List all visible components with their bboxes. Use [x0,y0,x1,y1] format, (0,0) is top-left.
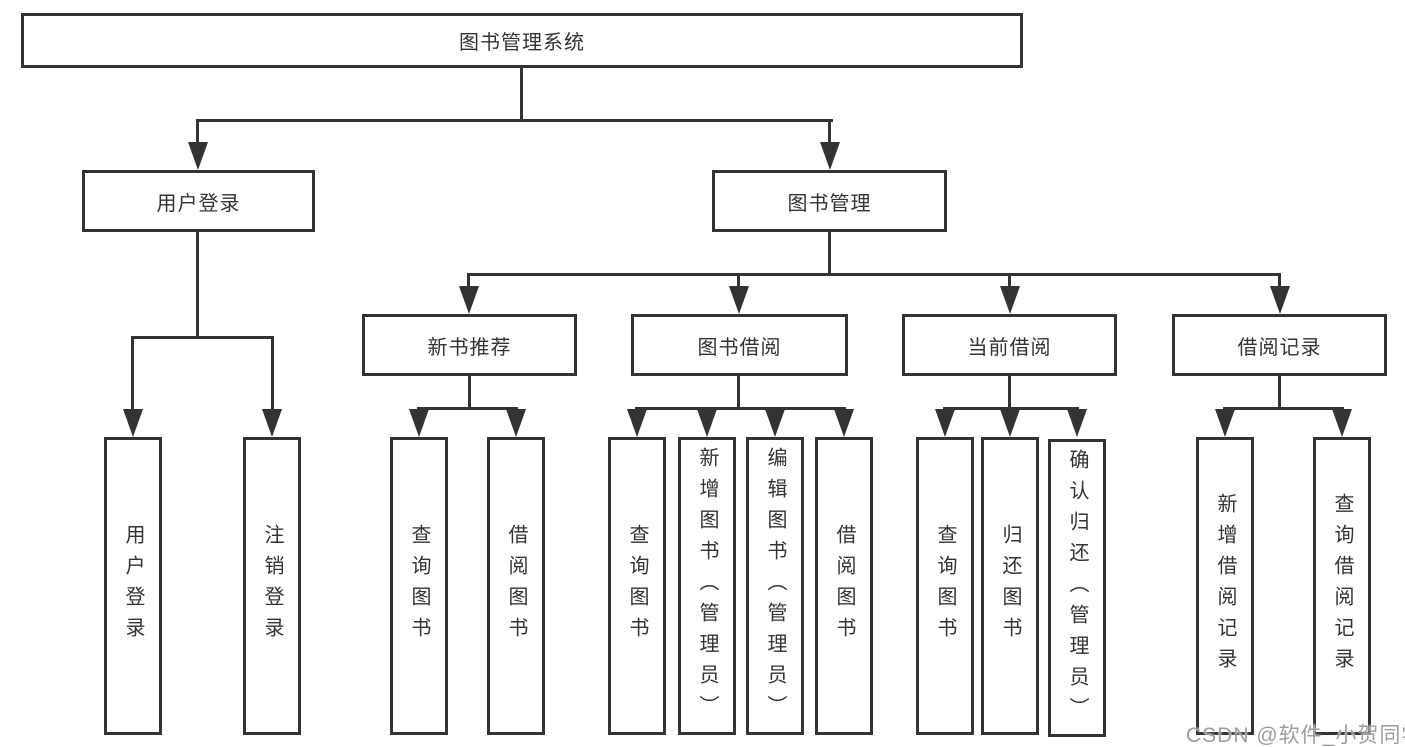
arrowhead-current-borrow [1000,286,1020,314]
arrowhead-leaf-user-login [123,409,143,437]
node-book-borrow: 图书借阅 [631,314,848,376]
arrowhead-br-query [1332,409,1352,437]
node-user-login: 用户登录 [82,170,315,232]
connector-drop-current-borrow [1008,276,1011,288]
node-book-mgmt: 图书管理 [712,170,947,232]
arrowhead-book-mgmt [820,142,840,170]
node-current-borrow: 当前借阅 [902,314,1117,376]
arrowhead-nbr-query [409,409,429,437]
leaf-cb-return: 归还图书 [981,437,1039,735]
arrowhead-bb-query [627,409,647,437]
node-borrow-records: 借阅记录 [1172,314,1387,376]
leaf-bb-add: 新增图书（管理员） [678,437,736,735]
arrowhead-book-borrow [729,286,749,314]
arrowhead-cb-query [935,409,955,437]
connector-br-hline [1223,407,1344,410]
arrowhead-bb-add [697,409,717,437]
connector-nbr-stub [468,376,471,410]
connector-drop-leaf-logout [271,339,274,414]
leaf-nbr-borrow-label: 借阅图书 [505,524,527,648]
leaf-logout: 注销登录 [243,437,301,735]
connector-book-mgmt-stub [828,232,831,276]
leaf-nbr-query: 查询图书 [390,437,448,735]
leaf-cb-query-label: 查询图书 [934,524,956,648]
connector-drop-leaf-user-login [131,339,134,414]
leaf-br-add-label: 新增借阅记录 [1214,493,1236,679]
arrowhead-user-login [188,142,208,170]
connector-br-stub [1278,376,1281,410]
csdn-watermark: CSDN @软件_小贺同学 [1186,724,1405,747]
node-book-borrow-label: 图书借阅 [697,336,782,359]
arrowhead-nbr-borrow [506,409,526,437]
leaf-bb-query-label: 查询图书 [626,524,648,648]
connector-root-stub [520,68,523,121]
leaf-bb-borrow-label: 借阅图书 [833,524,855,648]
node-root: 图书管理系统 [21,13,1023,68]
connector-user-login-stub [196,232,199,339]
node-current-borrow-label: 当前借阅 [967,336,1052,359]
connector-drop-borrow-records [1278,276,1281,288]
connector-cb-hline [943,407,1079,410]
connector-drop-book-borrow [737,276,740,288]
node-new-book-rec-label: 新书推荐 [427,336,512,359]
node-borrow-records-label: 借阅记录 [1237,336,1322,359]
leaf-nbr-borrow: 借阅图书 [487,437,545,735]
arrowhead-cb-confirm [1067,409,1087,437]
leaf-user-login: 用户登录 [104,437,162,735]
arrowhead-leaf-logout [262,409,282,437]
arrowhead-br-add [1215,409,1235,437]
connector-nbr-hline [417,407,518,410]
leaf-br-query-label: 查询借阅记录 [1331,493,1353,679]
arrowhead-new-book-rec [459,286,479,314]
connector-book-mgmt-hline [467,273,1281,276]
leaf-cb-query: 查询图书 [916,437,974,735]
node-book-mgmt-label: 图书管理 [787,192,872,215]
arrowhead-borrow-records [1270,286,1290,314]
leaf-cb-confirm-label: 确认归还（管理员） [1066,448,1088,728]
leaf-cb-return-label: 归还图书 [999,524,1021,648]
connector-root-hline [196,119,833,122]
connector-drop-book-mgmt [828,122,831,150]
leaf-bb-add-label: 新增图书（管理员） [696,446,718,726]
connector-cb-stub [1008,376,1011,410]
leaf-bb-borrow: 借阅图书 [815,437,873,735]
node-user-login-label: 用户登录 [156,192,241,215]
leaf-br-add: 新增借阅记录 [1196,437,1254,735]
leaf-user-login-label: 用户登录 [122,524,144,648]
leaf-bb-edit-label: 编辑图书（管理员） [764,446,786,726]
connector-user-login-hline [131,336,274,339]
arrowhead-cb-return [1000,409,1020,437]
leaf-br-query: 查询借阅记录 [1313,437,1371,735]
connector-drop-user-login [196,122,199,150]
connector-bb-hline [635,407,846,410]
leaf-nbr-query-label: 查询图书 [408,524,430,648]
node-root-label: 图书管理系统 [459,32,585,54]
connector-drop-new-book-rec [467,276,470,288]
arrowhead-bb-edit [765,409,785,437]
leaf-logout-label: 注销登录 [261,524,283,648]
leaf-bb-query: 查询图书 [608,437,666,735]
arrowhead-bb-borrow [834,409,854,437]
connector-bb-stub [737,376,740,410]
leaf-bb-edit: 编辑图书（管理员） [746,437,804,735]
node-new-book-rec: 新书推荐 [362,314,577,376]
leaf-cb-confirm: 确认归还（管理员） [1048,439,1106,737]
